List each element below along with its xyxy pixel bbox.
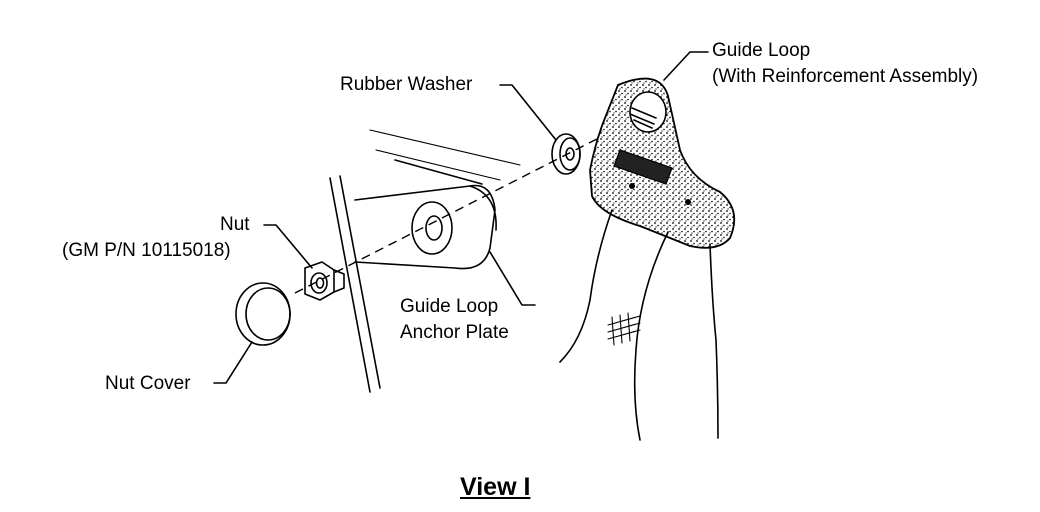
- assembly-centerline: [294, 116, 641, 294]
- label-nut-cover: Nut Cover: [105, 373, 191, 394]
- label-anchor-plate-line2: Anchor Plate: [400, 322, 509, 343]
- label-anchor-plate-line1: Guide Loop: [400, 296, 499, 317]
- label-guide-loop-detail: (With Reinforcement Assembly): [712, 66, 979, 87]
- nut-cover: [235, 282, 291, 346]
- leader-lines: [213, 51, 709, 384]
- anchor-plate: [354, 184, 497, 270]
- label-nut: Nut: [220, 214, 250, 235]
- seat-belt-webbing: [559, 209, 719, 441]
- view-caption: View I: [460, 473, 531, 501]
- label-guide-loop: Guide Loop: [712, 40, 811, 61]
- label-nut-part-number: (GM P/N 10115018): [62, 240, 231, 261]
- nut: [304, 261, 345, 301]
- label-rubber-washer: Rubber Washer: [340, 74, 473, 95]
- pillar-panel: [329, 129, 521, 393]
- guide-loop-assembly: [589, 77, 736, 249]
